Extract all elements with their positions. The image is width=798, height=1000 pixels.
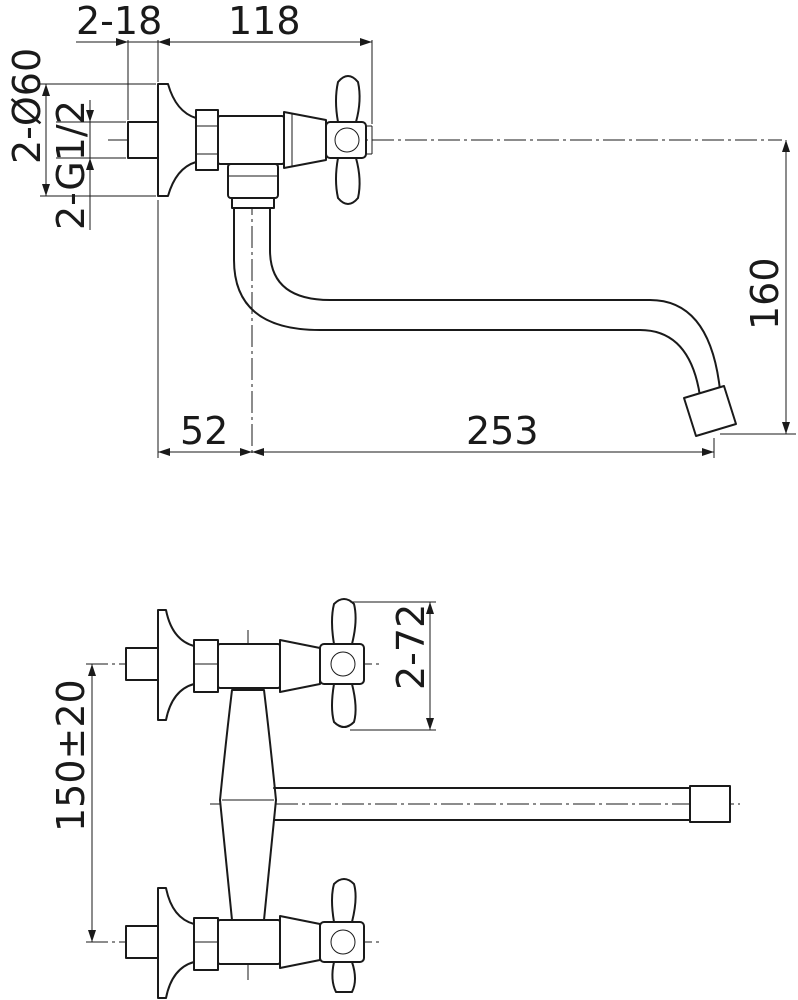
front-upper-inlet-nipple: [125, 647, 159, 681]
dim-arrow: [426, 718, 434, 730]
dim-arrow: [116, 38, 128, 46]
front-lower-flange: [157, 887, 195, 999]
dim-arrow: [86, 110, 94, 122]
side-hex-nut: [195, 109, 219, 171]
dim-arrow: [252, 448, 264, 456]
dim-flange-diameter-label: 2-Ø60: [5, 48, 49, 164]
front-lower-handle-arm-bottom: [331, 961, 356, 993]
side-handle-arm-bottom: [335, 157, 361, 205]
side-handle-hub: [325, 121, 367, 159]
front-lower-valve-body: [217, 919, 281, 965]
dim-inlet-spacing-label: 150±20: [49, 679, 93, 832]
dim-thread-pitch-label: 2-18: [76, 0, 162, 43]
front-central-body: [219, 689, 277, 921]
side-spout-aerator: [683, 385, 737, 437]
front-upper-handle-arm-bottom: [331, 683, 357, 728]
dim-spout-height-label: 160: [743, 257, 787, 330]
dim-arrow: [782, 140, 790, 152]
side-handle-knob: [334, 127, 360, 153]
front-lower-handle-hub: [319, 921, 365, 963]
side-spout-inner-wall: [269, 207, 721, 391]
dim-arrow: [158, 448, 170, 456]
dim-arrow: [42, 84, 50, 96]
dim-spout-reach-label: 253: [466, 409, 539, 453]
dim-arrow: [702, 448, 714, 456]
front-upper-bonnet: [279, 639, 321, 693]
front-upper-valve-body: [217, 643, 281, 689]
front-upper-handle-hub: [319, 643, 365, 685]
dim-arrow: [88, 664, 96, 676]
side-spout-outer-wall: [233, 207, 701, 397]
front-lower-hex-nut: [193, 917, 219, 971]
dim-arrow: [426, 602, 434, 614]
dim-arrow: [88, 930, 96, 942]
dim-thread-label: 2-G1/2: [49, 100, 93, 230]
front-lower-handle-arm-top: [331, 878, 357, 923]
front-lower-handle-knob: [330, 929, 356, 955]
dim-wall-offset-label: 52: [180, 409, 228, 453]
front-view: 2-72 150±20: [49, 598, 740, 999]
side-handle-arm-top: [335, 75, 361, 123]
front-upper-handle-knob: [330, 651, 356, 677]
side-inlet-nipple: [127, 121, 159, 159]
dim-arrow: [42, 184, 50, 196]
front-spout-aerator: [689, 785, 731, 823]
dim-arrow: [158, 38, 170, 46]
side-spout-nut: [227, 163, 279, 199]
front-upper-hex-nut: [193, 639, 219, 693]
side-valve-bonnet: [283, 111, 327, 169]
front-upper-flange: [157, 609, 195, 721]
side-view: 2-18 118 2-Ø60 2-G1/2 160 52 253: [5, 0, 796, 458]
front-lower-inlet-nipple: [125, 925, 159, 959]
dim-arrow: [782, 422, 790, 434]
dim-handle-span-label: 2-72: [389, 604, 433, 690]
dim-arrow: [86, 158, 94, 170]
front-lower-bonnet: [279, 915, 321, 969]
dim-handle-offset-label: 118: [228, 0, 301, 43]
front-upper-handle-arm-top: [331, 598, 357, 645]
dim-arrow: [240, 448, 252, 456]
side-valve-body: [217, 115, 285, 165]
side-wall-flange: [157, 83, 197, 197]
side-spout-collar: [231, 197, 275, 209]
dim-arrow: [360, 38, 372, 46]
